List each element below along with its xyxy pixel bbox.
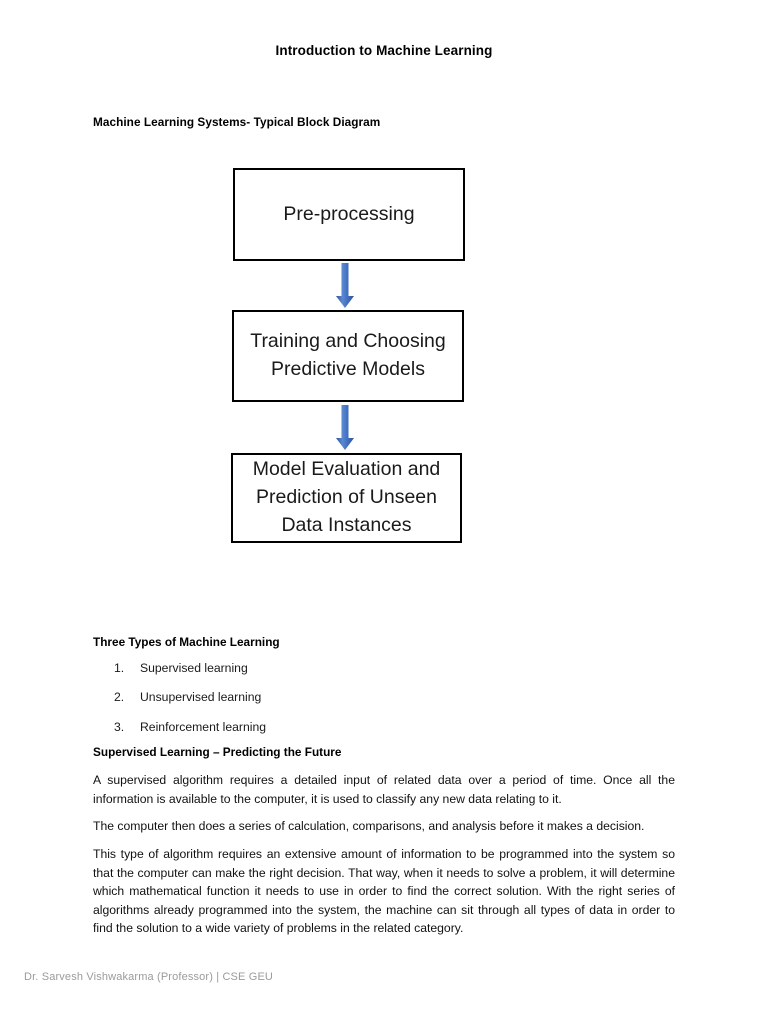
diagram-block-model-evaluation: Model Evaluation and Prediction of Unsee… <box>231 453 462 543</box>
block-diagram: Pre-processing Training and Choosing Pre… <box>0 168 768 558</box>
list-item: 1. Supervised learning <box>93 660 573 676</box>
body-paragraph: The computer then does a series of calcu… <box>93 819 645 833</box>
supervised-learning-heading: Supervised Learning – Predicting the Fut… <box>93 745 342 759</box>
diagram-section-heading: Machine Learning Systems- Typical Block … <box>93 115 381 129</box>
list-item: 3. Reinforcement learning <box>93 719 573 735</box>
types-section-heading: Three Types of Machine Learning <box>93 635 280 649</box>
diagram-block-training-choosing: Training and Choosing Predictive Models <box>232 310 464 402</box>
machine-learning-types-list: 1. Supervised learning 2. Unsupervised l… <box>93 660 573 748</box>
diagram-block-pre-processing: Pre-processing <box>233 168 465 261</box>
list-item-marker: 1. <box>114 661 125 675</box>
list-item-label: Reinforcement learning <box>140 719 267 734</box>
body-paragraph: A supervised algorithm requires a detail… <box>93 773 675 806</box>
down-arrow-icon <box>333 263 357 309</box>
list-item-marker: 2. <box>114 690 125 705</box>
list-item: 2. Unsupervised learning <box>93 689 573 705</box>
list-item-label: Supervised learning <box>140 661 248 675</box>
page-title: Introduction to Machine Learning <box>275 43 493 58</box>
list-item-marker: 3. <box>114 719 125 734</box>
diagram-block-label: Training and Choosing Predictive Models <box>250 330 446 380</box>
diagram-block-label: Model Evaluation and Prediction of Unsee… <box>252 458 441 536</box>
down-arrow-icon <box>333 405 357 451</box>
list-item-label: Unsupervised learning <box>140 690 262 705</box>
page-footer: Dr. Sarvesh Vishwakarma (Professor) | CS… <box>24 971 274 983</box>
body-paragraph: This type of algorithm requires an exten… <box>93 847 675 936</box>
diagram-block-label: Pre-processing <box>283 202 415 225</box>
